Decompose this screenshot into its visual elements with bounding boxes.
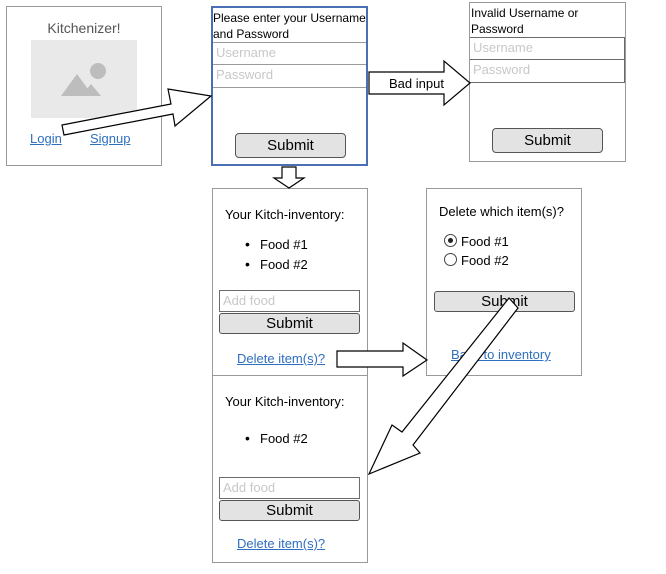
arrow-delete-to-after [367, 297, 519, 476]
delete-option-label: Food #2 [461, 253, 509, 268]
login-link[interactable]: Login [30, 131, 62, 146]
inventory-after-heading: Your Kitch-inventory: [225, 394, 345, 409]
bad-input-label: Bad input [389, 76, 444, 91]
inventory-panel: Your Kitch-inventory: Food #1 Food #2 Ad… [212, 188, 368, 376]
error-form-panel: Invalid Username or Password Username Pa… [469, 2, 626, 162]
arrow-bad-input [368, 59, 471, 107]
arrow-form-to-inventory [272, 166, 306, 189]
login-prompt: Please enter your Username and Password [213, 11, 366, 41]
login-submit-button[interactable]: Submit [235, 133, 346, 158]
inventory-after-item: Food #2 [245, 430, 308, 446]
delete-items-after-link[interactable]: Delete item(s)? [237, 536, 326, 551]
inventory-item: Food #2 [245, 256, 308, 272]
delete-option-radio[interactable] [444, 234, 457, 247]
arrow-login-to-form [61, 88, 213, 136]
delete-items-link[interactable]: Delete item(s)? [237, 351, 326, 366]
inventory-submit-button[interactable]: Submit [219, 313, 360, 334]
login-form-panel: Please enter your Username and Password … [211, 6, 368, 166]
image-placeholder-icon [31, 40, 137, 118]
password-field[interactable]: Password [213, 65, 366, 88]
delete-option-radio[interactable] [444, 253, 457, 266]
inventory-after-panel: Your Kitch-inventory: Food #2 Add food S… [212, 375, 368, 563]
inventory-heading: Your Kitch-inventory: [225, 207, 345, 222]
home-panel: Kitchenizer! Login Signup [6, 6, 162, 166]
username-field[interactable]: Username [213, 42, 366, 65]
signup-link[interactable]: Signup [90, 131, 131, 146]
error-submit-button[interactable]: Submit [492, 128, 603, 153]
error-message: Invalid Username or Password [471, 6, 579, 36]
delete-option-label: Food #1 [461, 234, 509, 249]
error-password-field[interactable]: Password [470, 60, 625, 83]
error-username-field[interactable]: Username [470, 37, 625, 60]
inventory-after-submit-button[interactable]: Submit [219, 500, 360, 521]
arrow-delete-to-form [336, 341, 429, 378]
inventory-item: Food #1 [245, 236, 308, 252]
delete-question: Delete which item(s)? [439, 204, 564, 219]
add-food-field[interactable]: Add food [219, 290, 360, 312]
app-title: Kitchenizer! [47, 20, 121, 36]
add-food-after-field[interactable]: Add food [219, 477, 360, 499]
delete-form-panel: Delete which item(s)? Food #1 Food #2 Su… [426, 188, 582, 376]
